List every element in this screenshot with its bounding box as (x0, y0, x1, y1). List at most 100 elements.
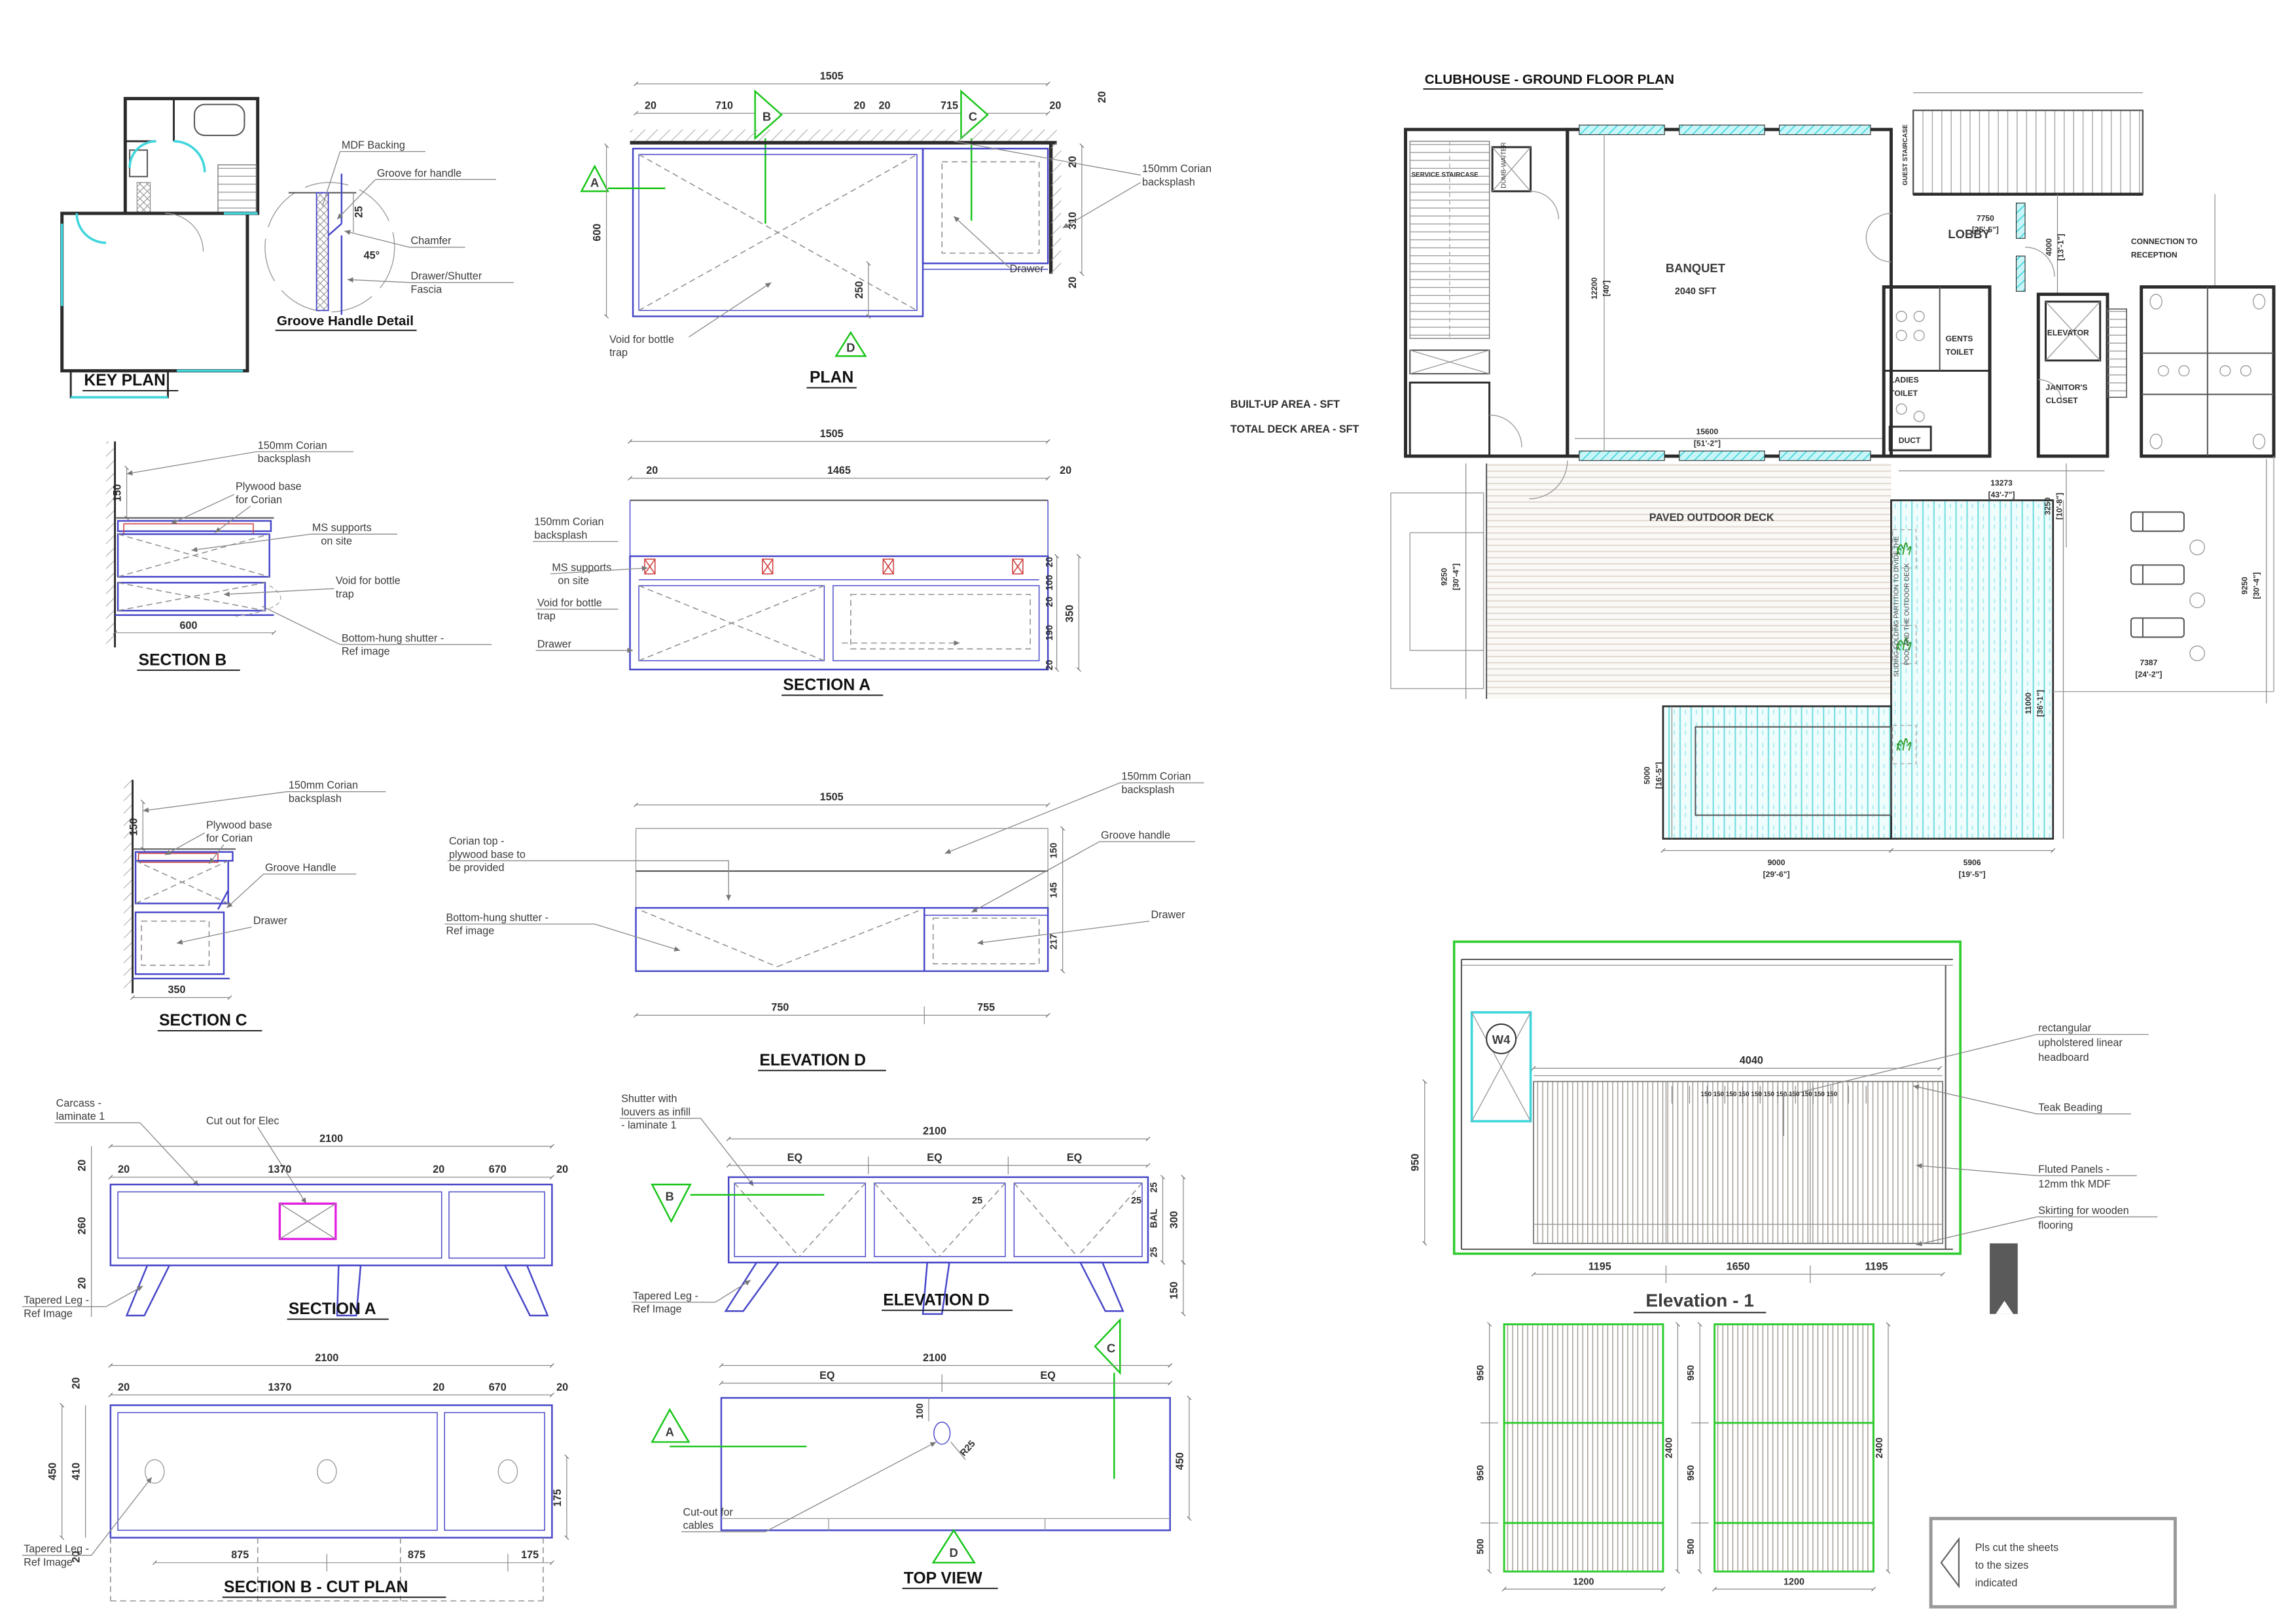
groove-fascia-label-1: Drawer/Shutter (411, 270, 482, 282)
plan-dim: 715 (941, 99, 958, 111)
ted-dim: 150 (1168, 1281, 1180, 1299)
section-a-drawing: 1505 20 1465 20 20 100 20 190 20 350 150… (533, 428, 1081, 696)
sheet-dim: 950 (1686, 1365, 1696, 1381)
sa-dim: 20 (1045, 660, 1055, 670)
sc-groove-label: Groove Handle (265, 862, 336, 874)
sc-dim-150: 150 (128, 818, 139, 836)
fp-dim: [24'-2"] (2135, 669, 2162, 679)
ted-dim: EQ (927, 1152, 942, 1164)
sheet-dim: 1200 (1784, 1577, 1804, 1588)
tsa-carcass-1: Carcass - (56, 1097, 101, 1109)
plan-dim: 20 (1067, 156, 1079, 168)
sb-title: SECTION B (139, 651, 227, 669)
ted-dim: EQ (1067, 1152, 1082, 1164)
e1-dim-950: 950 (1410, 1154, 1422, 1171)
ed-corian-label-3: be provided (449, 862, 505, 874)
tv-cut-label-2: cables (683, 1520, 714, 1531)
e1-dim: 1650 (1727, 1260, 1750, 1272)
plan-backsplash-label-2: backsplash (1142, 176, 1195, 188)
tsa-dim: 20 (77, 1277, 88, 1289)
fp-dim: [36'-1"] (2036, 690, 2045, 717)
tcp-dim: 20 (556, 1382, 568, 1393)
note-line-3: indicated (1975, 1577, 2018, 1589)
ed-corian-label-1: Corian top - (449, 836, 505, 847)
fp-dim: [19'-5"] (1959, 870, 1986, 879)
fp-dim: 11000 (2024, 692, 2033, 714)
sc-backsplash-label-2: backsplash (289, 793, 342, 804)
fp-banquet-area: 2040 SFT (1675, 287, 1716, 297)
tv-dim-2100: 2100 (923, 1352, 946, 1364)
fp-partition-1: SLIDING-FOLDING PARTITION TO DIVIDE THE (1893, 536, 1901, 677)
sc-backsplash-label-1: 150mm Corian (289, 779, 358, 791)
sb-shutter-label-2: Ref image (342, 646, 390, 658)
tv-dim-450: 450 (1174, 1452, 1186, 1470)
sa-title: SECTION A (783, 677, 870, 694)
ed-dim-750: 750 (771, 1002, 789, 1014)
tsa-dim: 20 (433, 1164, 444, 1175)
tsa-dim: 20 (118, 1164, 130, 1175)
ted-shutter-2: louvers as infill (621, 1106, 691, 1118)
fp-dim: [13'-1"] (2056, 234, 2066, 260)
groove-handle-detail: 25 45° MDF Backing Groove for handle Cha… (264, 139, 514, 331)
elevation-d-drawing: 150mm Corian backsplash 1505 150 145 217… (444, 771, 1204, 1071)
ted-dim-2100: 2100 (923, 1126, 946, 1137)
tcp-dim: 1370 (268, 1382, 291, 1393)
plan-dim-1505: 1505 (820, 70, 844, 82)
section-b-drawing: 150 150mm Corian backsplash Plywood base… (106, 440, 492, 671)
ed-dim-755: 755 (977, 1002, 995, 1014)
plan-dim-600: 600 (592, 224, 603, 241)
ted-leg-label-2: Ref Image (633, 1304, 682, 1315)
sa-dim: 350 (1064, 605, 1075, 622)
fp-dim: [29'-6"] (1763, 870, 1790, 879)
ted-shutter-1: Shutter with (621, 1093, 677, 1105)
fp-dim: 7387 (2140, 658, 2157, 667)
sheet-dim: 2400 (1664, 1437, 1674, 1458)
tcp-dim: 20 (433, 1382, 444, 1393)
ted-dim: EQ (787, 1152, 802, 1164)
tcp-dim: 20 (71, 1551, 82, 1563)
tcp-dim: 175 (552, 1489, 564, 1507)
sb-backsplash-label-2: backsplash (258, 453, 311, 465)
sa-backsplash-label-1: 150mm Corian (534, 516, 603, 528)
fp-dim: 3250 (2043, 497, 2052, 515)
fp-banquet: BANQUET (1666, 261, 1726, 275)
cut-plan-drawing: 2100 20 1370 20 670 20 450 20 410 20 175… (22, 1352, 569, 1602)
tcp-dim: 670 (489, 1382, 507, 1393)
tv-dim-100: 100 (915, 1403, 925, 1419)
sa-dim: 20 (646, 465, 658, 476)
ed-title: ELEVATION D (759, 1052, 866, 1069)
tsa-title: SECTION A (289, 1300, 376, 1318)
plan-dim: 310 (1067, 212, 1079, 230)
e1-fluted-label-2: 12mm thk MDF (2038, 1178, 2111, 1190)
sc-ply-label-2: for Corian (206, 832, 253, 844)
sa-ms-label-2: on site (558, 575, 589, 587)
tsa-dim: 1370 (268, 1164, 291, 1175)
sa-void-label-1: Void for bottle (537, 597, 602, 609)
fp-dim: 9000 (1768, 858, 1785, 867)
sb-ms-label-2: on site (321, 535, 352, 547)
sc-title: SECTION C (159, 1012, 247, 1029)
fp-janitor-1: JANITOR'S (2046, 383, 2088, 392)
ed-drawer-label: Drawer (1151, 909, 1185, 921)
tv-cut-label-1: Cut-out for (683, 1507, 734, 1518)
ed-dim: 217 (1049, 934, 1060, 950)
note-line-2: to the sizes (1975, 1560, 2029, 1571)
fp-guest-stair: GUEST STAIRCASE (1902, 124, 1909, 186)
tcp-leg-label-1: Tapered Leg - (24, 1543, 89, 1555)
sb-dim-150: 150 (112, 484, 124, 502)
sb-void-label-2: trap (336, 588, 354, 600)
fp-dim: 5906 (1964, 858, 1981, 867)
plan-marker-a: A (590, 176, 599, 190)
ted-dim: BAL (1149, 1209, 1159, 1228)
tcp-dim: 175 (521, 1549, 539, 1561)
tsa-dim: 260 (77, 1217, 88, 1234)
tcp-dim: 410 (71, 1463, 82, 1480)
tcp-title: SECTION B - CUT PLAN (224, 1578, 408, 1596)
tv-title: TOP VIEW (904, 1569, 983, 1587)
plan-marker-b: B (762, 109, 771, 123)
sa-dim-1505: 1505 (820, 428, 844, 440)
plan-title: PLAN (810, 369, 853, 387)
tsa-leg-label-1: Tapered Leg - (24, 1294, 89, 1306)
tcp-dim: 450 (47, 1463, 59, 1480)
